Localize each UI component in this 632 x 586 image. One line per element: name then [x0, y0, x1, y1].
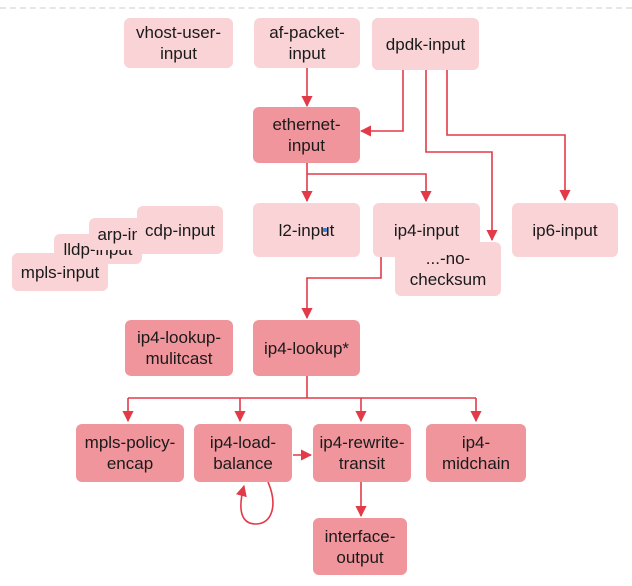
node-ip4-rewrite-transit: ip4-rewrite- transit	[313, 424, 411, 482]
node-ip4-lookup: ip4-lookup*	[253, 320, 360, 376]
node-ip6-input: ip6-input	[512, 203, 618, 257]
edge-dpdk-to-ethernet	[359, 70, 404, 137]
node-ip4-midchain: ip4- midchain	[426, 424, 526, 482]
edge-dpdk-to-ip6	[446, 70, 571, 202]
node-af-packet-input: af-packet- input	[254, 18, 360, 68]
node-dpdk-input: dpdk-input	[372, 18, 479, 70]
node-mpls-policy-encap: mpls-policy- encap	[76, 424, 184, 482]
cursor-dot	[323, 228, 327, 232]
node-vhost-user-input: vhost-user- input	[124, 18, 233, 68]
node-interface-output: interface- output	[313, 518, 407, 575]
node-ip4-lookup-multicast: ip4-lookup- mulitcast	[125, 320, 233, 376]
node-cdp-input: cdp-input	[137, 206, 223, 254]
edge-load-balance-self-loop	[235, 481, 274, 525]
node-ip4-load-balance: ip4-load- balance	[194, 424, 292, 482]
edge-ip4-input-to-lookup	[301, 257, 382, 320]
node-ip4-no-checksum: ...-no- checksum	[395, 242, 501, 296]
node-l2-input: l2-input	[253, 203, 360, 257]
node-ethernet-input: ethernet- input	[253, 107, 360, 163]
top-divider	[0, 7, 632, 9]
edge-ethernet-to-ip4	[307, 173, 432, 203]
